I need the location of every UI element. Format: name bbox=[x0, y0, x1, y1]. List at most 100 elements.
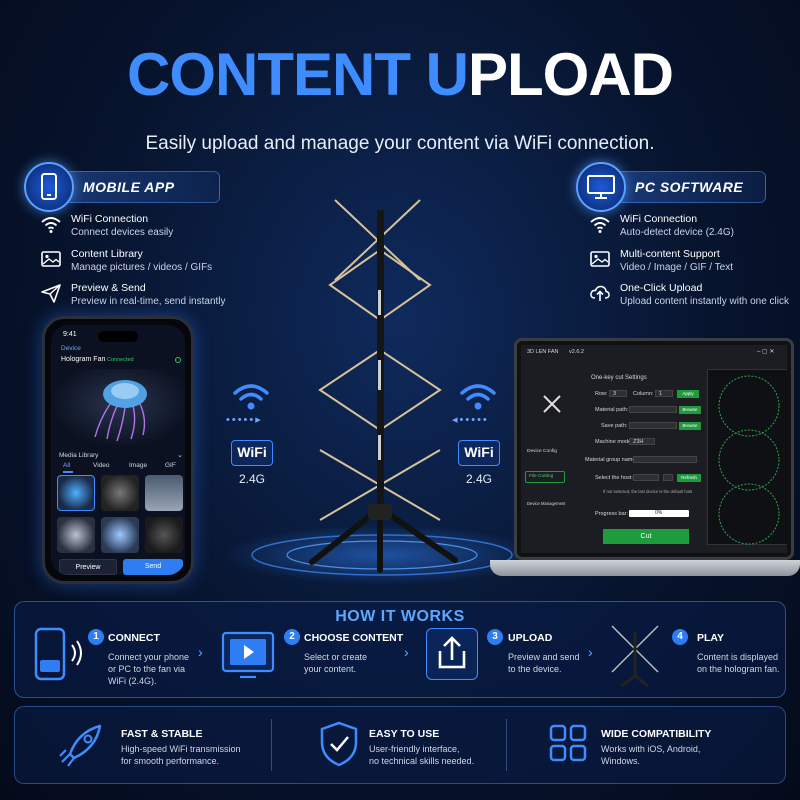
divider bbox=[506, 719, 507, 771]
save-path-label: Save path: bbox=[601, 423, 628, 429]
progress-label: Progress bar: bbox=[595, 511, 629, 517]
feature-text: Upload content instantly with one click bbox=[620, 296, 789, 307]
hologram-fan bbox=[220, 190, 570, 590]
material-path-label: Material path: bbox=[595, 407, 629, 413]
feature-title: Multi-content Support bbox=[620, 248, 720, 260]
host-note: If not selected, the last device is the … bbox=[603, 489, 693, 494]
phone-nav-back[interactable]: Device bbox=[61, 345, 81, 352]
host-select-extra[interactable] bbox=[663, 474, 673, 481]
step-text: Connect your phone or PC to the fan via … bbox=[108, 652, 190, 686]
media-thumbnail[interactable] bbox=[57, 475, 95, 511]
feature-text: Preview in real-time, send instantly bbox=[71, 296, 226, 307]
column-label: Column: bbox=[633, 391, 654, 397]
benefit-text: High-speed WiFi transmission for smooth … bbox=[121, 744, 241, 766]
select-host-label: Select the host: bbox=[595, 475, 633, 481]
title-part-2: PLOAD bbox=[467, 41, 674, 108]
smartphone-mockup: 9:41 Device Hologram Fan Connected Media… bbox=[42, 316, 194, 584]
progress-bar: 0% bbox=[629, 510, 689, 517]
material-path-input[interactable] bbox=[629, 406, 677, 413]
benefit-title: EASY TO USE bbox=[369, 728, 440, 740]
pc-app-window: 3D LEN FAN v2.6.2 – ▢ ✕ Device Config Fi… bbox=[521, 345, 787, 553]
refresh-button[interactable]: Refresh bbox=[677, 474, 701, 482]
step-text: Select or create your content. bbox=[304, 652, 368, 674]
wifi-signal-icon bbox=[458, 380, 498, 417]
sidebar-item-file-cutting[interactable]: File Cutting bbox=[529, 474, 554, 479]
pc-feature-2: Multi-content Support Video / Image / GI… bbox=[620, 248, 733, 274]
cut-button[interactable]: Cut bbox=[603, 529, 689, 544]
phone-connection-status: Connected bbox=[107, 357, 134, 363]
shield-check-icon bbox=[318, 720, 360, 773]
media-thumbnail[interactable] bbox=[145, 517, 183, 553]
step-number: 3 bbox=[487, 629, 503, 645]
sidebar-item-device-management[interactable]: Device Management bbox=[527, 501, 566, 506]
upload-icon bbox=[426, 628, 478, 680]
wifi-icon bbox=[40, 213, 62, 235]
media-thumbnail[interactable] bbox=[57, 517, 95, 553]
browse-material-button[interactable]: Browse bbox=[679, 406, 701, 414]
tab-gif[interactable]: GIF bbox=[165, 462, 176, 469]
chevron-down-icon[interactable]: ⌄ bbox=[177, 452, 183, 459]
monitor-icon bbox=[576, 162, 626, 212]
phone-wifi-icon bbox=[30, 627, 86, 688]
divider bbox=[271, 719, 272, 771]
media-thumbnail[interactable] bbox=[101, 517, 139, 553]
sidebar-item-device-config[interactable]: Device Config bbox=[527, 449, 557, 454]
feature-title: Preview & Send bbox=[71, 282, 146, 294]
wifi-badge-left: WiFi bbox=[231, 440, 273, 466]
arrow-right-icon: › bbox=[588, 644, 593, 660]
feature-text: Video / Image / GIF / Text bbox=[620, 262, 734, 273]
jellyfish-image bbox=[94, 380, 147, 442]
phone-time: 9:41 bbox=[63, 331, 77, 338]
machine-model-label: Machine model: bbox=[595, 439, 634, 445]
wifi-signal-icon bbox=[231, 380, 271, 417]
step-text: Preview and send to the device. bbox=[508, 652, 580, 674]
save-path-input[interactable] bbox=[629, 422, 677, 429]
pc-feature-3: One-Click Upload Upload content instantl… bbox=[620, 282, 789, 308]
step-number: 2 bbox=[284, 629, 300, 645]
cloud-upload-icon bbox=[589, 282, 611, 304]
browse-save-button[interactable]: Browse bbox=[679, 422, 701, 430]
machine-model-select[interactable]: Z3H bbox=[629, 438, 655, 445]
feature-text: Manage pictures / videos / GIFs bbox=[71, 262, 213, 273]
arrow-left-icon: ◂••••• bbox=[452, 414, 489, 426]
material-group-label: Material group name: bbox=[585, 457, 637, 463]
tab-indicator bbox=[63, 471, 73, 473]
preview-button[interactable]: Preview bbox=[59, 559, 117, 575]
step-number: 4 bbox=[672, 629, 688, 645]
laptop-base bbox=[490, 560, 800, 576]
tab-all[interactable]: All bbox=[63, 462, 71, 469]
material-group-input[interactable] bbox=[633, 456, 697, 463]
mobile-app-header: MOBILE APP bbox=[54, 171, 220, 203]
page-subtitle: Easily upload and manage your content vi… bbox=[145, 133, 655, 154]
apply-button[interactable]: Apply bbox=[677, 390, 699, 398]
settings-section-title: One-key cut Settings bbox=[591, 375, 647, 381]
benefits-bar bbox=[14, 706, 786, 784]
window-controls-icon[interactable]: – ▢ ✕ bbox=[757, 349, 775, 355]
how-it-works-title: HOW IT WORKS bbox=[335, 608, 465, 625]
how-it-works-panel bbox=[14, 601, 786, 698]
cut-preview-panel bbox=[707, 369, 787, 545]
media-thumbnail[interactable] bbox=[145, 475, 183, 511]
benefit-text: Works with iOS, Android, Windows. bbox=[601, 744, 701, 766]
mobile-feature-2: Content Library Manage pictures / videos… bbox=[71, 248, 212, 274]
feature-title: Content Library bbox=[71, 248, 143, 260]
mobile-app-label: MOBILE APP bbox=[83, 179, 175, 195]
row-label: Row: bbox=[595, 391, 608, 397]
pc-software-header: PC SOFTWARE bbox=[600, 171, 766, 203]
tab-image[interactable]: Image bbox=[129, 462, 148, 469]
tab-video[interactable]: Video bbox=[93, 462, 110, 469]
wifi-frequency-right: 2.4G bbox=[465, 472, 492, 486]
fan-logo-icon bbox=[541, 393, 563, 420]
pc-software-label: PC SOFTWARE bbox=[635, 179, 744, 195]
media-thumbnail[interactable] bbox=[101, 475, 139, 511]
arrow-right-icon: › bbox=[404, 644, 409, 660]
host-select[interactable] bbox=[633, 474, 659, 481]
send-button[interactable]: Send bbox=[123, 559, 183, 575]
feature-text: Connect devices easily bbox=[71, 227, 174, 238]
laptop-mockup: 3D LEN FAN v2.6.2 – ▢ ✕ Device Config Fi… bbox=[514, 338, 794, 560]
column-input[interactable]: 1 bbox=[655, 390, 673, 397]
row-input[interactable]: 3 bbox=[609, 390, 627, 397]
step-title: PLAY bbox=[697, 632, 725, 644]
phone-device-name: Hologram Fan bbox=[61, 356, 106, 363]
feature-title: WiFi Connection bbox=[620, 213, 698, 225]
